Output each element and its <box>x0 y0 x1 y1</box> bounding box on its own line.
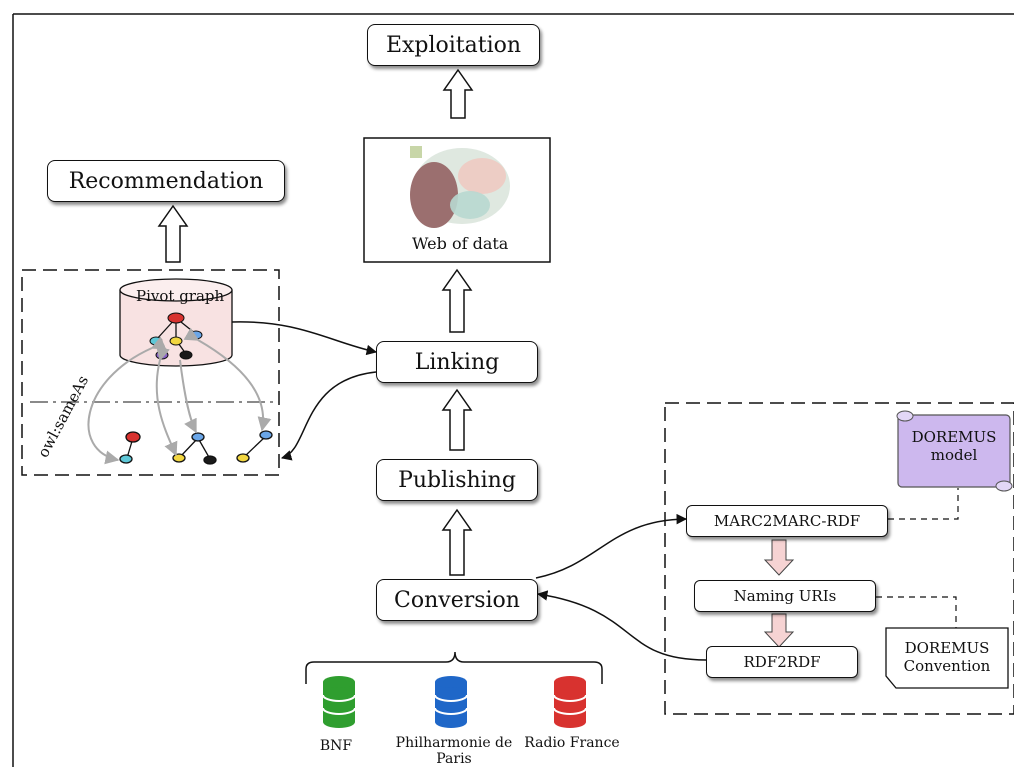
connector-pivot-to-linking <box>231 321 378 356</box>
recommendation-box: Recommendation <box>47 160 285 202</box>
database-icon-philharmonie <box>434 676 468 728</box>
source-label-bnf: BNF <box>319 738 353 754</box>
marc2marc-rdf-box: MARC2MARC-RDF <box>686 505 888 537</box>
linking-box: Linking <box>376 341 538 383</box>
link-naming-to-convention <box>876 596 957 628</box>
doremus-model-scroll <box>896 410 1013 492</box>
source-label-philharmonie: Philharmonie de Paris <box>395 735 513 767</box>
rdf2rdf-box: RDF2RDF <box>706 646 858 678</box>
pivot-node-yellow <box>169 336 183 346</box>
pivot-node-cyan <box>149 336 163 346</box>
source-graph-1 <box>119 431 141 464</box>
arrow-linking-to-web <box>441 268 473 333</box>
doremus-panel <box>664 402 1014 715</box>
pivot-graph-label: Pivot graph <box>136 287 225 305</box>
connector-linking-to-sources <box>280 371 377 461</box>
doremus-model-label: DOREMUS model <box>911 428 997 464</box>
connector-conversion-to-marc <box>535 513 688 579</box>
source-graph-3 <box>236 430 273 463</box>
source-label-radio-france: Radio France <box>524 735 620 751</box>
pivot-node-black <box>179 350 193 360</box>
pivot-panel <box>21 269 280 476</box>
arrow-pivot-to-recommendation <box>157 204 189 263</box>
pivot-node-blue <box>189 330 203 340</box>
arrow-conversion-to-publishing <box>441 508 473 576</box>
database-icon-radio-france <box>553 676 587 728</box>
source-graph-2 <box>172 432 217 465</box>
pivot-node-purple <box>155 350 169 360</box>
arrow-publishing-to-linking <box>441 388 473 451</box>
arrow-web-to-exploitation <box>442 68 474 119</box>
connector-rdf2rdf-to-conversion <box>536 590 707 661</box>
naming-uris-box: Naming URIs <box>694 580 876 612</box>
conversion-box: Conversion <box>376 579 538 621</box>
arrow-naming-to-rdf2rdf <box>763 613 795 648</box>
publishing-box: Publishing <box>376 459 538 501</box>
web-of-data-cloud <box>410 146 510 228</box>
doremus-convention-document <box>885 627 1009 689</box>
pivot-node-red <box>167 312 185 324</box>
sources-brace <box>305 651 603 684</box>
web-of-data-label: Web of data <box>412 234 509 253</box>
doremus-convention-label: DOREMUS Convention <box>903 639 991 675</box>
exploitation-box: Exploitation <box>367 24 540 66</box>
link-marc-to-model <box>888 488 959 520</box>
same-as-arrows <box>87 327 272 465</box>
arrow-marc-to-naming <box>763 539 795 576</box>
database-icon-bnf <box>322 676 356 728</box>
